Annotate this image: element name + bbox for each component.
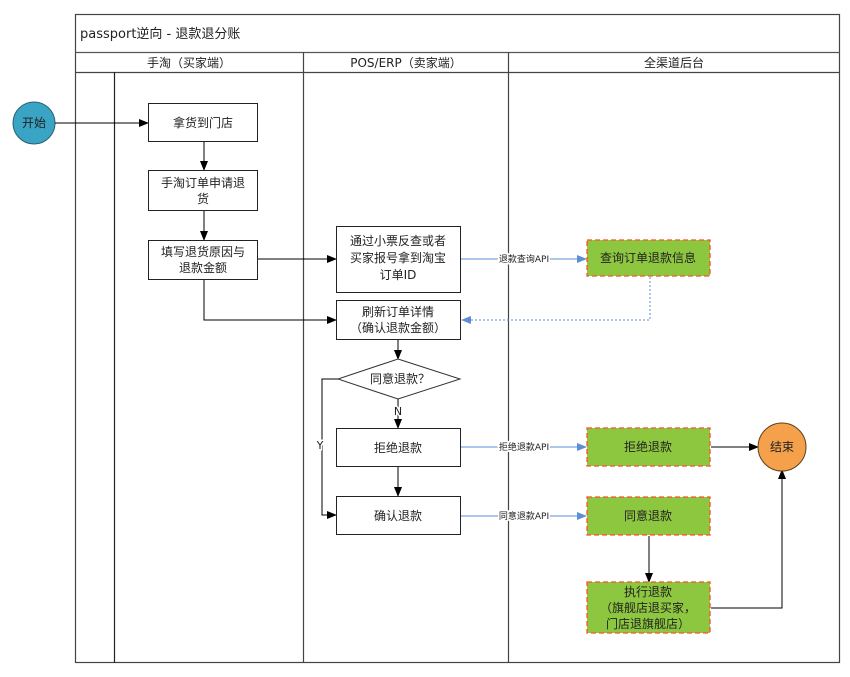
start-label: 开始 bbox=[22, 116, 46, 130]
process-lookup-order-line2: 买家报号拿到淘宝 bbox=[350, 250, 446, 265]
system-query-refund-info-label: 查询订单退款信息 bbox=[600, 250, 696, 265]
system-query-refund-info[interactable] bbox=[586, 239, 711, 277]
diagram-title: passport逆向 - 退款退分账 bbox=[80, 26, 240, 42]
system-execute-refund-line2: （旗舰店退买家， bbox=[600, 600, 696, 615]
edge bbox=[711, 469, 786, 609]
process-apply-return-line1: 手淘订单申请退 bbox=[161, 176, 245, 190]
process-fill-reason-line2: 退款金额 bbox=[179, 260, 227, 275]
process-lookup-order-line3: 订单ID bbox=[380, 268, 417, 282]
edge-yes-label: Y bbox=[316, 439, 324, 452]
system-reject-refund[interactable] bbox=[586, 427, 711, 467]
edge-no-label: N bbox=[394, 405, 402, 418]
edge-query-api-label: 退款查询API bbox=[499, 253, 549, 265]
edge-agree-api-label: 同意退款API bbox=[499, 510, 549, 522]
process-lookup-order-line1: 通过小票反查或者 bbox=[350, 234, 446, 248]
process-reject-refund[interactable] bbox=[336, 428, 461, 467]
end-label: 结束 bbox=[770, 440, 794, 454]
system-execute-refund-line3: 门店退旗舰店） bbox=[606, 616, 690, 631]
decision-label: 同意退款？ bbox=[370, 371, 430, 386]
system-agree-refund[interactable] bbox=[586, 496, 711, 536]
process-apply-return-line2: 货 bbox=[197, 191, 209, 206]
process-fill-reason-line1: 填写退货原因与 bbox=[161, 244, 245, 259]
process-pickup[interactable] bbox=[148, 103, 258, 142]
lane-header-seller: POS/ERP（卖家端） bbox=[350, 55, 462, 70]
process-lookup-order[interactable] bbox=[336, 226, 461, 293]
process-pickup-label: 拿货到门店 bbox=[173, 115, 233, 130]
process-refresh-order-line1: 刷新订单详情 bbox=[362, 304, 434, 319]
process-confirm-refund-label: 确认退款 bbox=[374, 509, 422, 523]
process-refresh-order[interactable] bbox=[336, 300, 461, 340]
edge-reject-api-label: 拒绝退款API bbox=[499, 441, 549, 453]
process-reject-refund-label: 拒绝退款 bbox=[374, 440, 422, 455]
process-apply-return[interactable] bbox=[148, 170, 258, 211]
lane-header-buyer: 手淘（买家端） bbox=[147, 55, 231, 70]
process-fill-reason[interactable] bbox=[148, 240, 258, 280]
process-confirm-refund[interactable] bbox=[336, 496, 461, 535]
edge bbox=[203, 280, 337, 324]
system-agree-refund-label: 同意退款 bbox=[624, 508, 672, 523]
lane-header-backend: 全渠道后台 bbox=[644, 55, 704, 70]
end-node[interactable] bbox=[757, 422, 807, 472]
system-execute-refund[interactable] bbox=[586, 581, 711, 634]
edge-return-info bbox=[461, 277, 651, 324]
process-refresh-order-line2: （确认退款金额） bbox=[350, 320, 446, 335]
system-execute-refund-line1: 执行退款 bbox=[624, 585, 672, 599]
system-reject-refund-label: 拒绝退款 bbox=[624, 439, 672, 454]
edge-yes bbox=[321, 378, 338, 519]
